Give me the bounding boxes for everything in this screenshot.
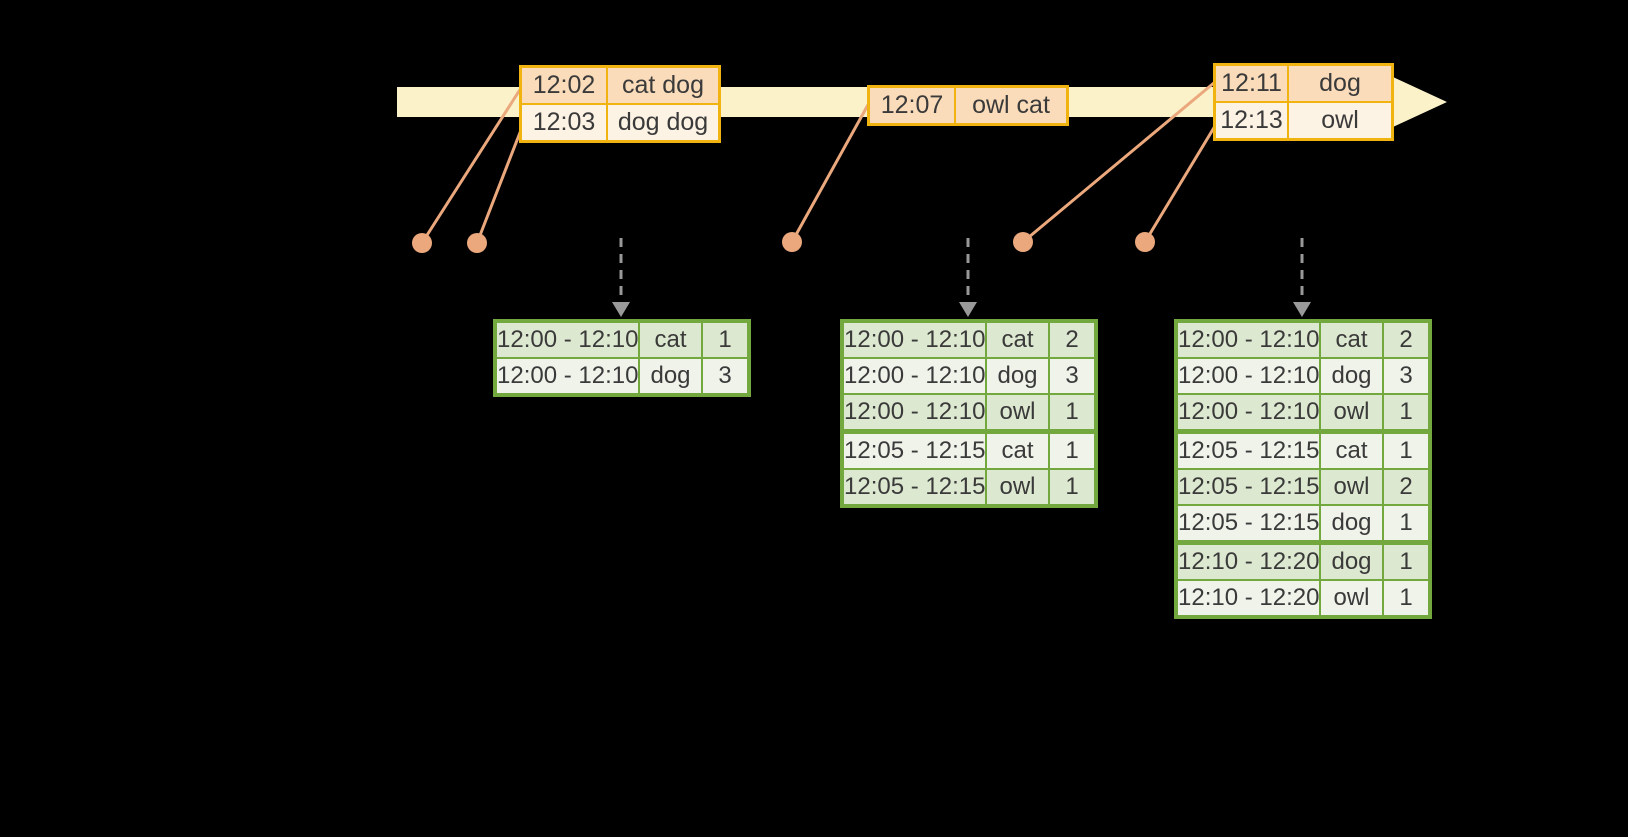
event-connector-line [790, 102, 871, 243]
table-cell: 1 [1382, 434, 1428, 468]
table-cell: owl [985, 395, 1048, 429]
table-cell: dog [985, 359, 1048, 393]
event-dot [467, 233, 487, 253]
table-cell: 12:10 - 12:20 [1178, 548, 1319, 575]
event-connector-line [1143, 125, 1217, 243]
table-cell: 12:05 - 12:15 [844, 473, 985, 500]
event-dot [1013, 232, 1033, 252]
table-cell: owl [1319, 470, 1382, 504]
table-row: 12:03 dog dog [522, 103, 718, 140]
table-cell: 12:13 [1220, 106, 1283, 134]
table-cell: owl [1287, 103, 1391, 138]
table-cell: 12:00 - 12:10 [844, 326, 985, 353]
table-cell: 12:00 - 12:10 [1178, 362, 1319, 389]
table-cell: cat dog [606, 68, 718, 103]
table-cell: dog [1287, 66, 1391, 101]
table-cell: 1 [1048, 395, 1094, 429]
table-cell: 12:00 - 12:10 [1178, 398, 1319, 425]
table-cell: 12:05 - 12:15 [1178, 509, 1319, 536]
table-cell: 12:00 - 12:10 [844, 398, 985, 425]
timeline-arrowhead [1393, 77, 1447, 127]
table-cell: 12:02 [532, 71, 596, 99]
table-cell: 1 [1048, 470, 1094, 504]
table-cell: owl [1319, 581, 1382, 615]
table-cell: 1 [1382, 545, 1428, 579]
table-cell: owl cat [954, 88, 1066, 123]
event-table-2: 12:07 owl cat [867, 85, 1069, 126]
table-cell: dog [1319, 506, 1382, 540]
event-connector-line [475, 129, 523, 244]
table-cell: 1 [1382, 581, 1428, 615]
event-dot [782, 232, 802, 252]
table-cell: 2 [1048, 323, 1094, 357]
table-cell: owl [985, 470, 1048, 504]
table-cell: 12:11 [1221, 69, 1282, 97]
trigger-arrowhead-icon [1293, 302, 1311, 317]
table-cell: 12:00 - 12:10 [497, 326, 638, 353]
table-cell: 12:10 - 12:20 [1178, 584, 1319, 611]
table-cell: 12:05 - 12:15 [1178, 437, 1319, 464]
trigger-arrowhead-icon [959, 302, 977, 317]
table-cell: 12:00 - 12:10 [1178, 326, 1319, 353]
table-cell: dog [1319, 359, 1382, 393]
event-dot [1135, 232, 1155, 252]
table-cell: 1 [1048, 434, 1094, 468]
table-cell: cat [985, 323, 1048, 357]
table-cell: 12:03 [532, 108, 596, 136]
table-cell: 3 [701, 359, 747, 393]
table-cell: cat [985, 434, 1048, 468]
table-cell: owl [1319, 395, 1382, 429]
table-cell: 12:00 - 12:10 [497, 362, 638, 389]
table-cell: cat [638, 323, 701, 357]
table-cell: dog [1319, 545, 1382, 579]
table-cell: 1 [1382, 506, 1428, 540]
table-cell: 1 [701, 323, 747, 357]
table-cell: cat [1319, 434, 1382, 468]
event-dot [412, 233, 432, 253]
event-connector-line [1022, 80, 1216, 244]
table-cell: 2 [1382, 323, 1428, 357]
table-cell: 12:05 - 12:15 [1178, 473, 1319, 500]
table-cell: 3 [1048, 359, 1094, 393]
table-row: 12:07 owl cat [870, 88, 1066, 123]
table-cell: dog [638, 359, 701, 393]
table-cell: 2 [1382, 470, 1428, 504]
event-table-1: 12:02 cat dog 12:03 dog dog [519, 65, 721, 143]
table-cell: 12:07 [880, 91, 944, 119]
table-cell: cat [1319, 323, 1382, 357]
table-cell: dog dog [606, 105, 718, 140]
trigger-arrowhead-icon [612, 302, 630, 317]
event-connector-line [420, 87, 523, 244]
table-cell: 3 [1382, 359, 1428, 393]
table-row: 12:02 cat dog [522, 68, 718, 103]
table-cell: 12:00 - 12:10 [844, 362, 985, 389]
table-cell: 12:05 - 12:15 [844, 437, 985, 464]
table-cell: 1 [1382, 395, 1428, 429]
